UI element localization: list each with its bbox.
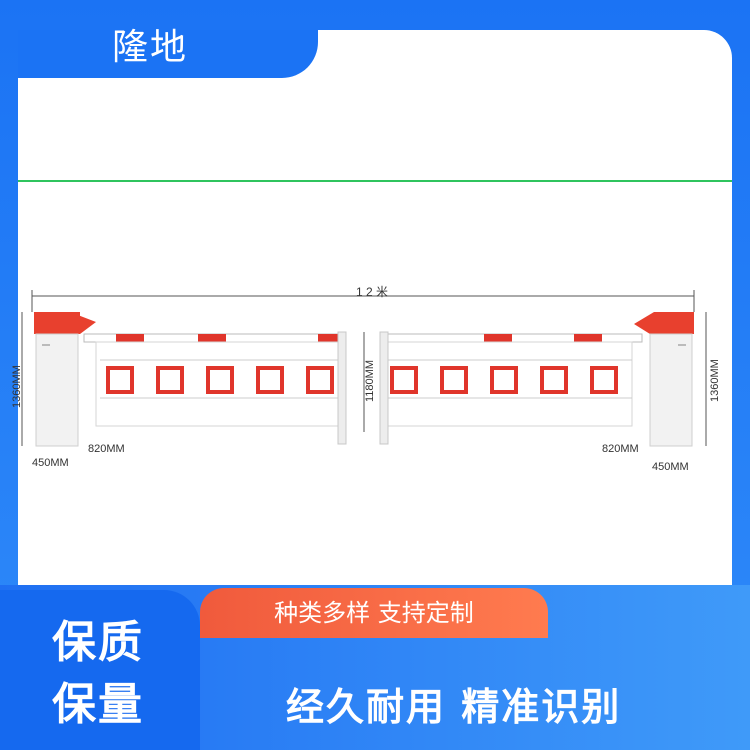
left-cabinet	[34, 312, 96, 447]
center-height-label: 1180MM	[364, 360, 376, 402]
right-arm-label: 820MM	[602, 443, 639, 455]
divider-line	[18, 180, 732, 182]
right-cabinet	[634, 312, 694, 447]
quality-badge	[0, 590, 200, 750]
right-fence-arm	[379, 331, 643, 445]
badge-line-2: 保量	[52, 679, 144, 730]
brand-name: 隆地	[112, 27, 189, 68]
left-height-label: 1360MM	[11, 365, 23, 408]
left-base-label: 450MM	[32, 457, 69, 469]
total-width-label: 1 2 米	[356, 285, 388, 299]
left-fence-arm	[83, 331, 347, 445]
product-panel	[18, 30, 732, 615]
badge-line-1: 保质	[52, 617, 144, 668]
slogan: 经久耐用 精准识别	[286, 685, 622, 729]
brand-tab	[18, 30, 318, 78]
right-base-label: 450MM	[652, 461, 689, 473]
left-arm-label: 820MM	[88, 443, 125, 455]
right-height-label: 1360MM	[709, 359, 721, 402]
tagline: 种类多样 支持定制	[200, 588, 548, 638]
